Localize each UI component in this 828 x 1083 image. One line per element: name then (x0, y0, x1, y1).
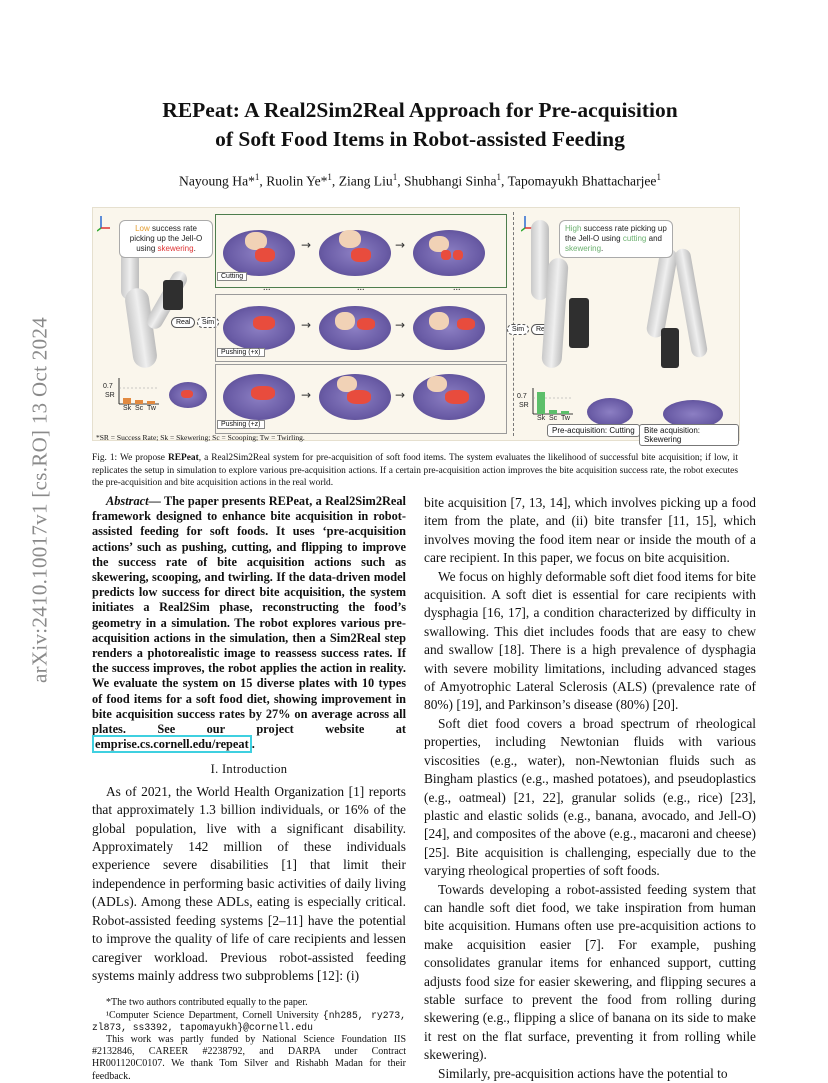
food-item-image (245, 232, 267, 250)
body-paragraph: Towards developing a robot-assisted feed… (424, 881, 756, 1063)
robot-arm-image (531, 220, 549, 300)
x-tick-label: Sk (123, 405, 132, 412)
ellipsis-icon: ... (357, 282, 365, 293)
food-item-image (427, 376, 447, 392)
jello-image (357, 318, 375, 330)
sim-tag: Sim (507, 324, 530, 335)
food-item-image (429, 312, 449, 330)
jello-image (453, 250, 463, 260)
plate-image (319, 306, 391, 350)
left-column: Abstract— The paper presents REPeat, a R… (92, 494, 406, 1083)
food-item-image (429, 236, 449, 252)
action-label-cutting: Pre-acquisition: Cutting (547, 424, 640, 437)
food-item-image (337, 376, 357, 392)
robot-arm-image (645, 247, 679, 339)
title-line-1: REPeat: A Real2Sim2Real Approach for Pre… (162, 98, 678, 122)
y-axis-label: SR (519, 402, 529, 409)
figure-footnote: *SR = Success Rate; Sk = Skewering; Sc =… (96, 433, 305, 442)
y-tick-label: 0.7 (517, 393, 527, 400)
speech-bubble-low: Low success rate picking up the Jell-O u… (119, 220, 213, 258)
affiliation-mark: 1 (327, 172, 332, 182)
jello-image (251, 386, 275, 400)
panel-label: Cutting (217, 272, 248, 281)
sim-tag: Sim (197, 317, 220, 328)
jello-image (255, 248, 275, 262)
speech-bubble-high: High success rate picking up the Jell-O … (559, 220, 673, 258)
abstract: Abstract— The paper presents REPeat, a R… (92, 494, 406, 754)
author-name: Ziang Liu (338, 173, 393, 189)
footnote-affiliation: ¹Computer Science Department, Cornell Un… (92, 1009, 406, 1033)
y-axis-label: SR (105, 392, 115, 399)
arxiv-identifier: arXiv:2410.10017v1 [cs.RO] 13 Oct 2024 (27, 316, 52, 684)
success-rate-chart-left: 0.7 SR Sk Sc Tw (101, 374, 161, 414)
gripper-image (163, 280, 183, 310)
figure-1: Low success rate picking up the Jell-O u… (92, 207, 740, 446)
pushing-x-panel (215, 294, 507, 362)
affiliation-mark: 1 (656, 172, 661, 182)
jello-image (445, 390, 469, 404)
project-website-link[interactable]: emprise.cs.cornell.edu/repeat (92, 735, 252, 754)
author-name: Shubhangi Sinha (403, 173, 497, 189)
plate-image (413, 306, 485, 350)
paper-title: REPeat: A Real2Sim2Real Approach for Pre… (100, 96, 740, 154)
real-tag: Real (171, 317, 196, 328)
arrow-right-icon: → (395, 238, 406, 252)
pushing-z-panel (215, 364, 507, 434)
gripper-image (661, 328, 679, 368)
arrow-right-icon: → (301, 238, 312, 252)
panel-label: Pushing (+z) (217, 420, 265, 429)
arrow-right-icon: → (395, 388, 406, 402)
footnote-equal-contribution: *The two authors contributed equally to … (106, 997, 308, 1009)
axes-icon (96, 214, 111, 232)
author-name: Tapomayukh Bhattacharjee (507, 173, 657, 189)
arrow-right-icon: → (301, 388, 312, 402)
jello-image (441, 250, 451, 260)
food-item-image (339, 230, 361, 248)
cutting-panel (215, 214, 507, 288)
gripper-image (569, 298, 589, 348)
footnote-funding: This work was partly funded by National … (92, 1033, 406, 1082)
affiliation-mark: 1 (496, 172, 502, 182)
body-paragraph: Soft diet food covers a broad spectrum o… (424, 715, 756, 879)
jello-image (181, 390, 193, 398)
jello-image (253, 316, 275, 330)
plate-image (663, 400, 723, 428)
action-label-skewering: Bite acquisition: Skewering (639, 424, 739, 446)
body-paragraph: We focus on highly deformable soft diet … (424, 568, 756, 713)
ellipsis-icon: ... (453, 282, 461, 293)
plate-image (587, 398, 633, 426)
y-tick-label: 0.7 (103, 383, 113, 390)
jello-image (351, 248, 371, 262)
section-heading: I. Introduction (210, 762, 288, 777)
success-rate-chart-right: 0.7 SR Sk Sc Tw (515, 384, 575, 424)
panel-label: Pushing (+x) (217, 348, 265, 357)
ellipsis-icon: ... (263, 282, 271, 293)
x-tick-label: Tw (147, 405, 156, 412)
affiliation-mark: 1 (392, 172, 398, 182)
right-column: bite acquisition [7, 13, 14], which invo… (424, 494, 756, 1083)
author-name: Ruolin Ye* (266, 173, 328, 189)
arrow-right-icon: → (395, 318, 406, 332)
x-tick-label: Sc (549, 415, 558, 422)
x-tick-label: Sc (135, 405, 144, 412)
body-paragraph: Similarly, pre-acquisition actions have … (438, 1065, 728, 1081)
body-paragraph: bite acquisition [7, 13, 14], which invo… (424, 495, 756, 566)
jello-image (457, 318, 475, 330)
footnotes: *The two authors contributed equally to … (92, 997, 406, 1082)
food-item-image (335, 312, 355, 330)
arrow-right-icon: → (301, 318, 312, 332)
author-list: Nayoung Ha*1, Ruolin Ye*1, Ziang Liu1, S… (179, 172, 661, 189)
title-line-2: of Soft Food Items in Robot-assisted Fee… (215, 127, 625, 151)
affiliation-mark: 1 (254, 172, 260, 182)
author-name: Nayoung Ha* (179, 173, 255, 189)
intro-paragraph: As of 2021, the World Health Organizatio… (92, 783, 406, 983)
jello-image (347, 390, 371, 404)
x-tick-label: Sk (537, 415, 546, 422)
x-tick-label: Tw (561, 415, 570, 422)
figure-caption: Fig. 1: We propose REPeat, a Real2Sim2Re… (92, 453, 738, 488)
